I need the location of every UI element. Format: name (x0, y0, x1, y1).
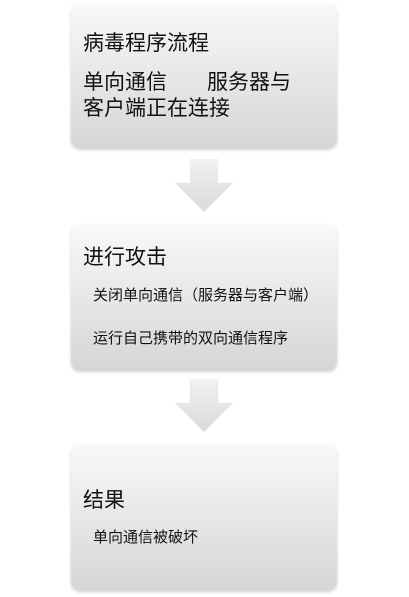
step-text-line: 关闭单向通信（服务器与客户端） (93, 286, 319, 304)
flow-step-result: 结果 单向通信被破坏 (71, 444, 337, 590)
step-text-line: 客户端正在连接 (83, 96, 230, 120)
flow-step-attack: 进行攻击 关闭单向通信（服务器与客户端） 运行自己携带的双向通信程序 (71, 224, 337, 370)
down-arrow-icon (172, 157, 236, 215)
step-text-line: 运行自己携带的双向通信程序 (93, 329, 289, 347)
step-title: 结果 (83, 488, 125, 512)
step-text-line: 单向通信 服务器与 (83, 70, 292, 94)
step-title: 进行攻击 (83, 245, 167, 269)
step-title: 病毒程序流程 (83, 31, 209, 55)
flow-step-virus-process: 病毒程序流程 单向通信 服务器与 客户端正在连接 (71, 3, 337, 148)
step-text-line: 单向通信被破坏 (93, 528, 199, 546)
down-arrow-icon (172, 377, 236, 435)
